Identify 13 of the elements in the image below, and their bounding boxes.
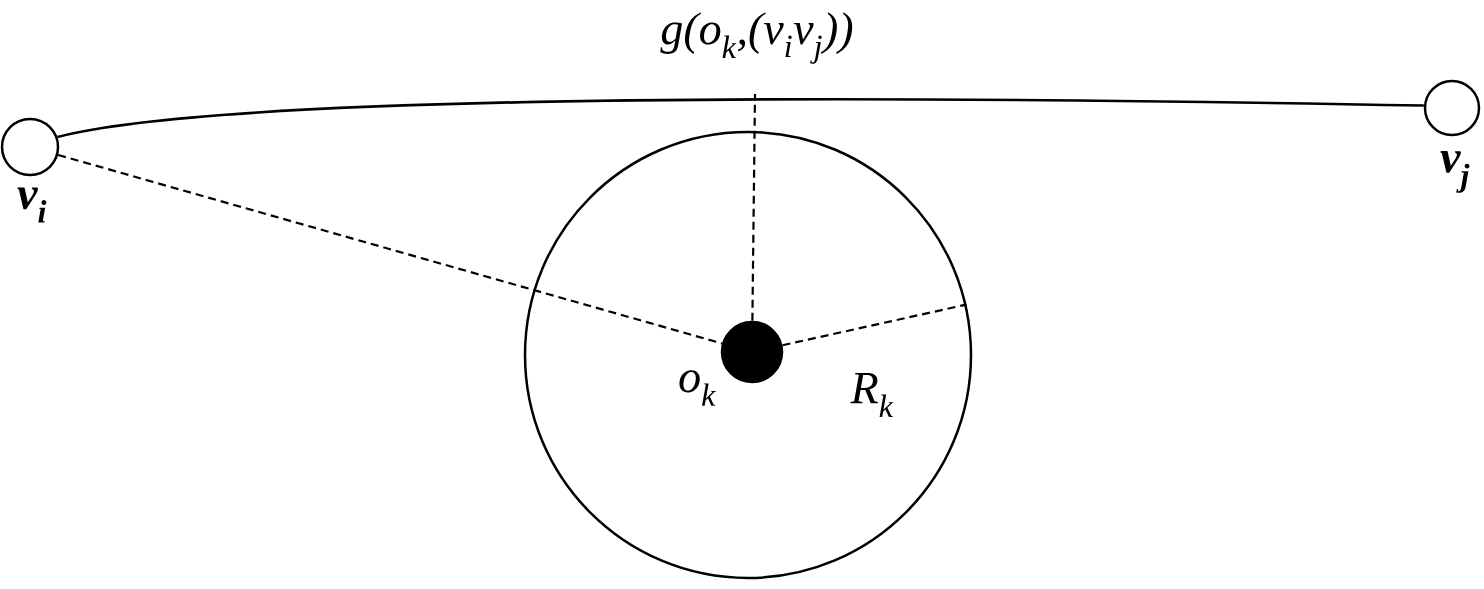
center-dot: [720, 320, 784, 384]
formula-label: g(o$_{k}$,(v$_{i}$v$_{j}$)): [660, 12, 853, 64]
edge-label: R$_{k}$: [850, 373, 894, 417]
vertex-circle: [0, 117, 60, 177]
dashed-line: [751, 93, 757, 321]
dashed-line: [57, 153, 723, 345]
dashed-line: [782, 303, 967, 347]
vertex-circle: [1423, 79, 1481, 137]
curve-line: [57, 98, 1424, 139]
node-label: v$_{i}$: [17, 187, 47, 223]
obstacle-circle: [523, 130, 973, 580]
node-label: o$_{k}$: [679, 370, 716, 406]
node-label: v$_{j}$: [1440, 151, 1470, 193]
